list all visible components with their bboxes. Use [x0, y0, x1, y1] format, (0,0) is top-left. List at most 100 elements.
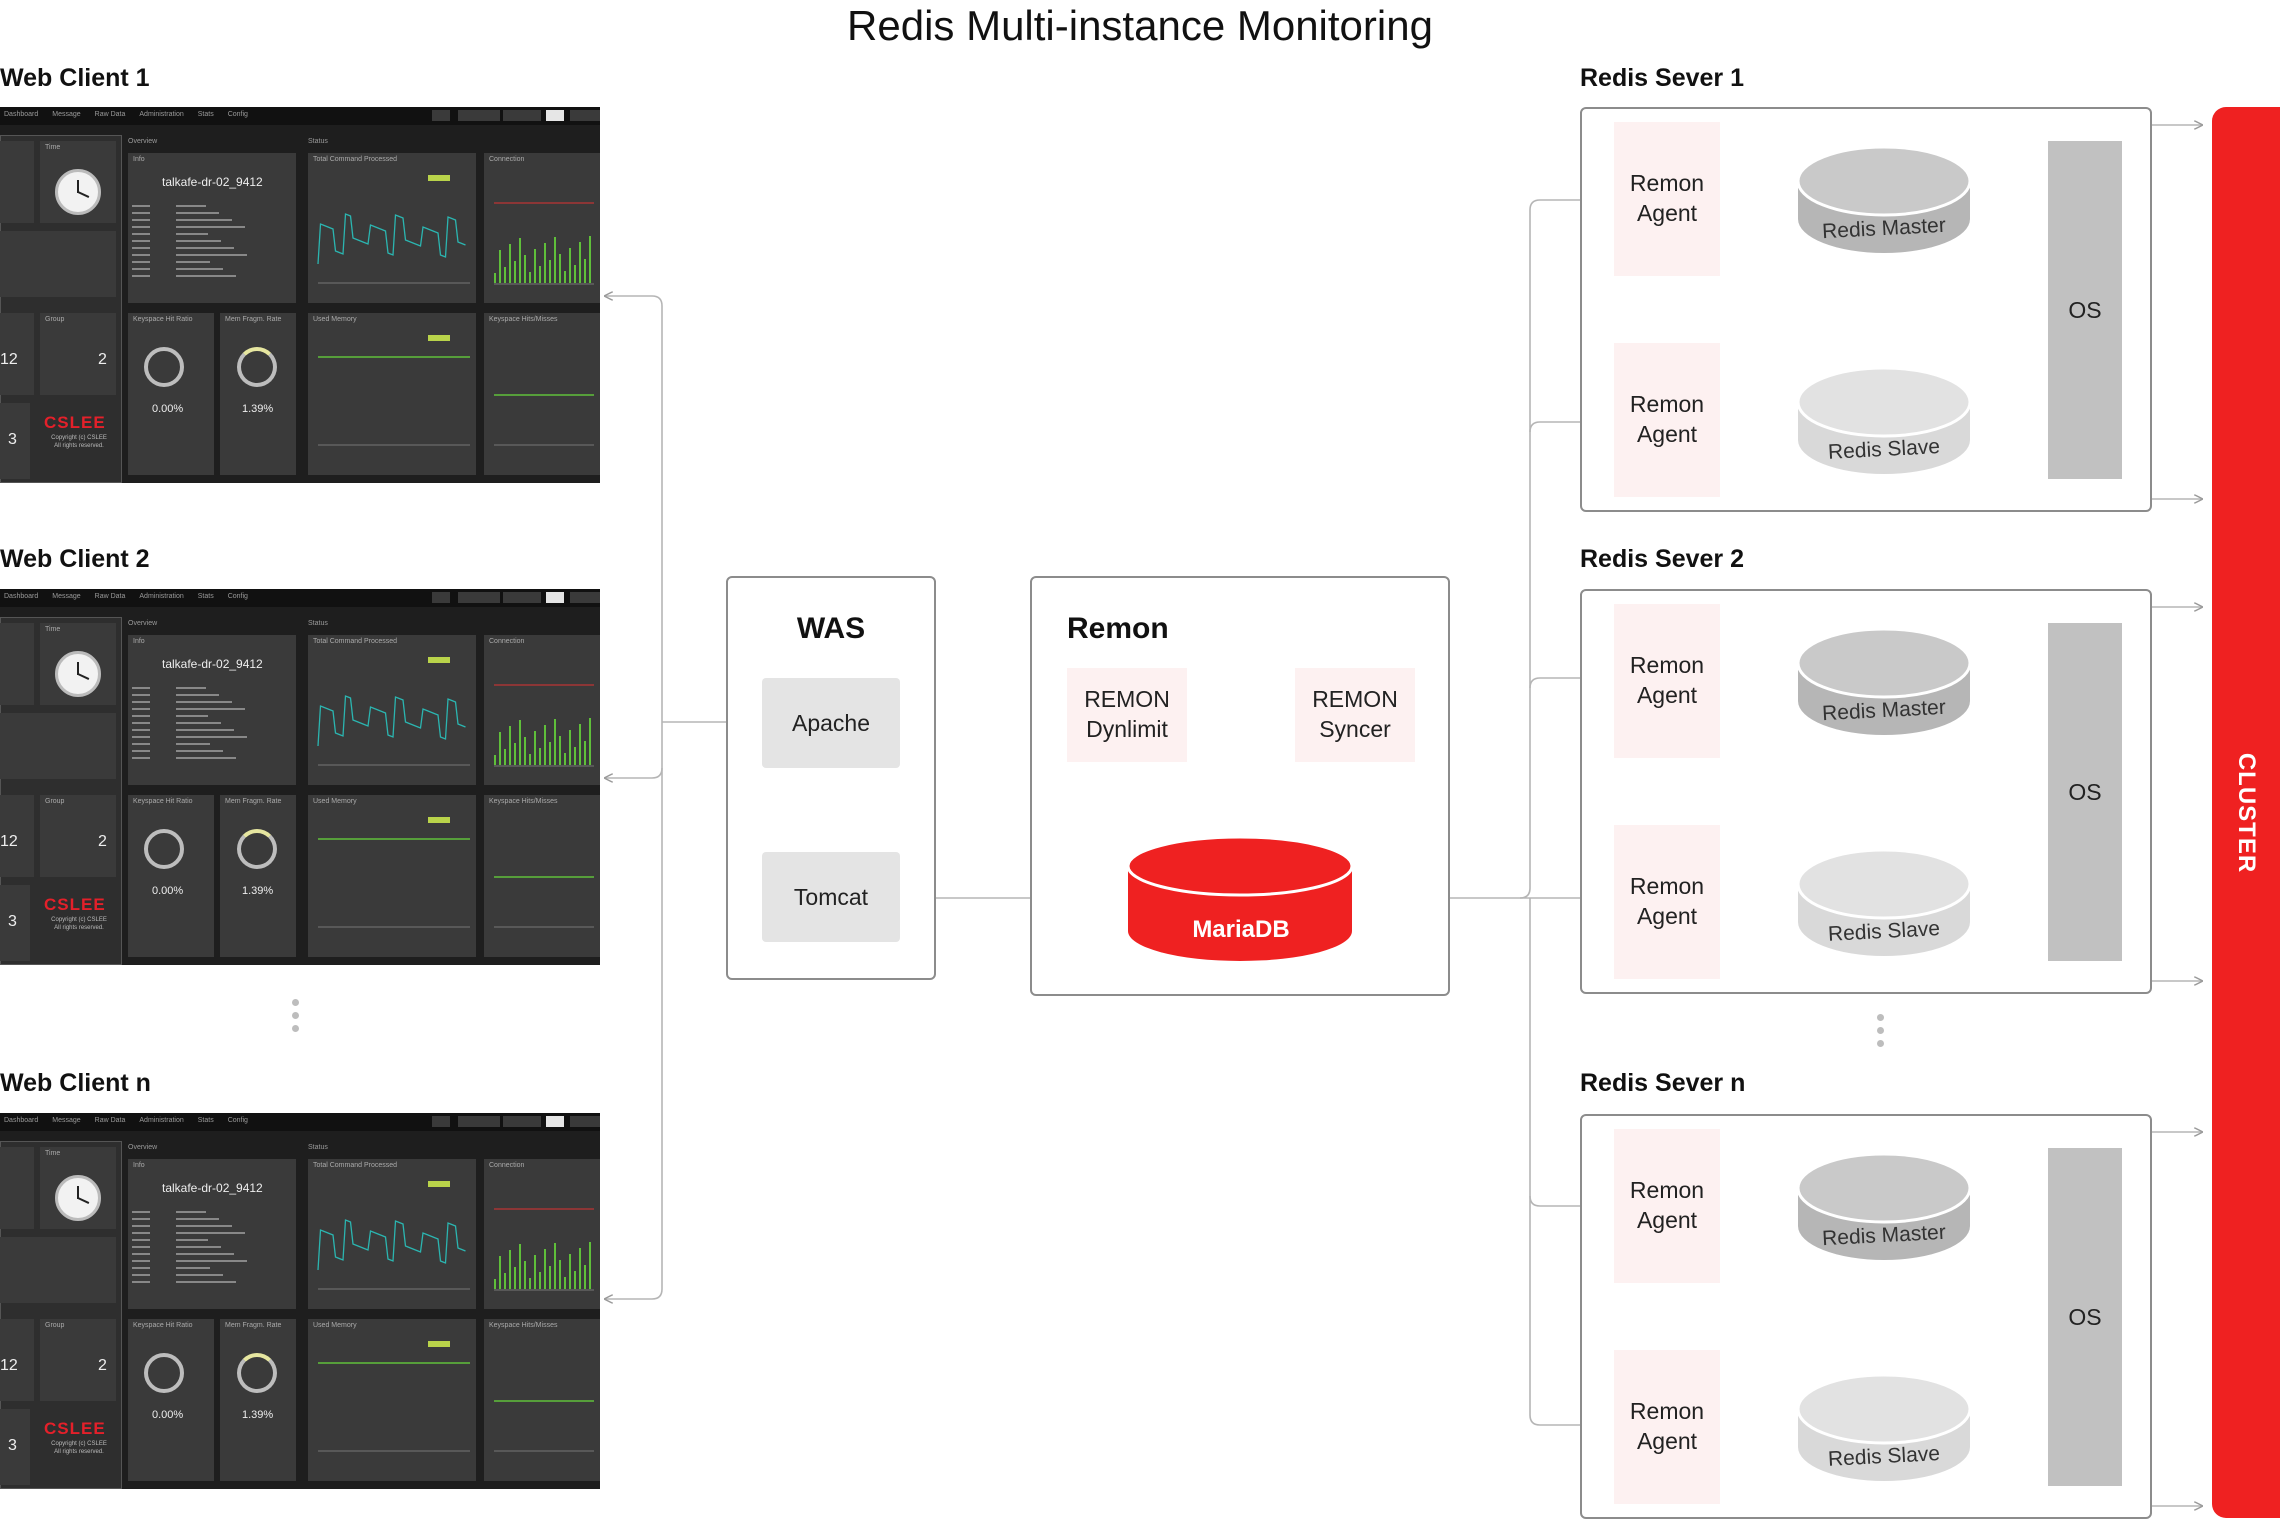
screen-info-panel: Info — [128, 153, 296, 303]
screen-chart-toggle[interactable] — [428, 657, 450, 663]
clock-icon — [55, 651, 101, 697]
screen-info-key — [132, 1267, 150, 1269]
screen-menu-item[interactable]: Stats — [197, 111, 214, 118]
screen-toolbar-field[interactable] — [570, 592, 600, 603]
screen-count-right: 2 — [98, 833, 107, 850]
screen-menu-item[interactable]: Stats — [197, 1117, 214, 1124]
screen-info-value — [176, 715, 208, 717]
screen-connection-title: Connection — [489, 1162, 525, 1169]
clock-icon — [55, 1175, 101, 1221]
screen-count-left: 12 — [0, 833, 18, 850]
screen-copyright-1: Copyright (c) CSLEE — [51, 917, 107, 923]
remon-syncer-line1: REMON — [1312, 686, 1398, 713]
remon-syncer-node: REMON Syncer — [1295, 668, 1415, 762]
screen-toolbar-button[interactable] — [546, 110, 564, 121]
screen-copyright-2: All rights reserved. — [54, 925, 104, 931]
screen-menu-item[interactable]: Raw Data — [94, 111, 126, 118]
screen-time-title: Time — [45, 626, 61, 633]
screen-toolbar-field[interactable] — [432, 1116, 450, 1127]
remon-agent-line2: Agent — [1636, 1207, 1698, 1233]
screen-panel — [0, 403, 30, 479]
screen-menu-item[interactable]: Administration — [139, 1117, 184, 1124]
screen-info-value — [176, 205, 206, 207]
screen-info-key — [132, 1225, 150, 1227]
screen-info-value — [176, 275, 236, 277]
screen-panel — [0, 1319, 34, 1401]
screen-hostname: talkafe-dr-02_9412 — [162, 657, 263, 671]
screen-toolbar-field[interactable] — [503, 1116, 541, 1127]
os-node: OS — [2048, 623, 2122, 961]
screen-frag-title: Mem Fragm. Rate — [225, 798, 282, 805]
screen-info-key — [132, 261, 150, 263]
web-clients-ellipsis — [292, 999, 300, 1038]
screen-frag-panel: Mem Fragm. Rate — [220, 1319, 296, 1481]
screen-info-value — [176, 1253, 234, 1255]
screen-info-key — [132, 212, 150, 214]
screen-menu-item[interactable]: Dashboard — [4, 111, 39, 118]
screen-info-title: Info — [133, 638, 145, 645]
cslee-logo: CSLEE — [44, 895, 106, 914]
screen-toolbar-button[interactable] — [546, 592, 564, 603]
screen-toolbar-field[interactable] — [503, 110, 541, 121]
screen-toolbar-field[interactable] — [432, 592, 450, 603]
cslee-logo: CSLEE — [44, 413, 106, 432]
screen-panel — [0, 313, 34, 395]
screen-frag-value: 1.39% — [242, 1409, 274, 1421]
screen-toolbar-field[interactable] — [458, 592, 500, 603]
screen-chart-toggle[interactable] — [428, 817, 450, 823]
screen-chart-toggle[interactable] — [428, 335, 450, 341]
screen-menu-item[interactable]: Config — [227, 593, 248, 600]
screen-menu-item[interactable]: Message — [52, 593, 81, 600]
screen-info-key — [132, 1218, 150, 1220]
screen-panel — [0, 623, 34, 705]
screen-menu-item[interactable]: Dashboard — [4, 593, 39, 600]
screen-charts — [317, 1208, 594, 1452]
remon-agent-line1: Remon — [1629, 391, 1705, 418]
screen-count-right: 2 — [98, 351, 107, 368]
screen-menu-item[interactable]: Config — [227, 111, 248, 118]
screen-info-value — [176, 1211, 206, 1213]
screen-menu: Dashboard Message Raw Data Administration St… — [4, 1117, 262, 1124]
screen-count-bottom: 3 — [8, 1437, 17, 1454]
screen-menu-item[interactable]: Raw Data — [94, 593, 126, 600]
redis-server-label: Redis Sever n — [1580, 1069, 1746, 1097]
mariadb-cylinder — [1126, 836, 1354, 961]
screen-charts — [317, 684, 594, 928]
screen-hit-ratio-panel: Keyspace Hit Ratio — [128, 795, 214, 957]
screen-toolbar-field[interactable] — [503, 592, 541, 603]
screen-menu-item[interactable]: Stats — [197, 593, 214, 600]
redis-master-cylinder — [1796, 627, 1972, 735]
screen-menu-item[interactable]: Administration — [139, 111, 184, 118]
screen-toolbar-field[interactable] — [570, 1116, 600, 1127]
screen-group-title: Group — [45, 798, 65, 805]
screen-toolbar-field[interactable] — [432, 110, 450, 121]
frag-rate-gauge — [237, 829, 277, 869]
hit-ratio-gauge — [144, 347, 184, 387]
screen-toolbar-field[interactable] — [458, 1116, 500, 1127]
was-title: WAS — [796, 612, 866, 645]
screen-info-value — [176, 694, 219, 696]
screen-menu-item[interactable]: Config — [227, 1117, 248, 1124]
screen-info-key — [132, 275, 150, 277]
screen-menu-item[interactable]: Raw Data — [94, 1117, 126, 1124]
screen-menu-item[interactable]: Administration — [139, 593, 184, 600]
screen-info-value — [176, 219, 232, 221]
screen-menu-item[interactable]: Dashboard — [4, 1117, 39, 1124]
remon-agent-node: Remon Agent — [1614, 604, 1720, 758]
screen-chart-toggle[interactable] — [428, 1341, 450, 1347]
screen-chart-toggle[interactable] — [428, 175, 450, 181]
screen-menu-item[interactable]: Message — [52, 111, 81, 118]
screen-menu-item[interactable]: Message — [52, 1117, 81, 1124]
screen-info-key — [132, 729, 150, 731]
screen-toolbar-button[interactable] — [546, 1116, 564, 1127]
screen-toolbar-field[interactable] — [570, 110, 600, 121]
screen-info-value — [176, 233, 208, 235]
screen-chart-toggle[interactable] — [428, 1181, 450, 1187]
screen-panel — [0, 713, 116, 779]
web-client-2-label: Web Client 2 — [0, 545, 150, 573]
screen-info-key — [132, 1260, 150, 1262]
screen-hit-ratio-title: Keyspace Hit Ratio — [133, 1322, 193, 1329]
screen-memory-title: Used Memory — [313, 1322, 357, 1329]
screen-info-value — [176, 254, 247, 256]
screen-toolbar-field[interactable] — [458, 110, 500, 121]
